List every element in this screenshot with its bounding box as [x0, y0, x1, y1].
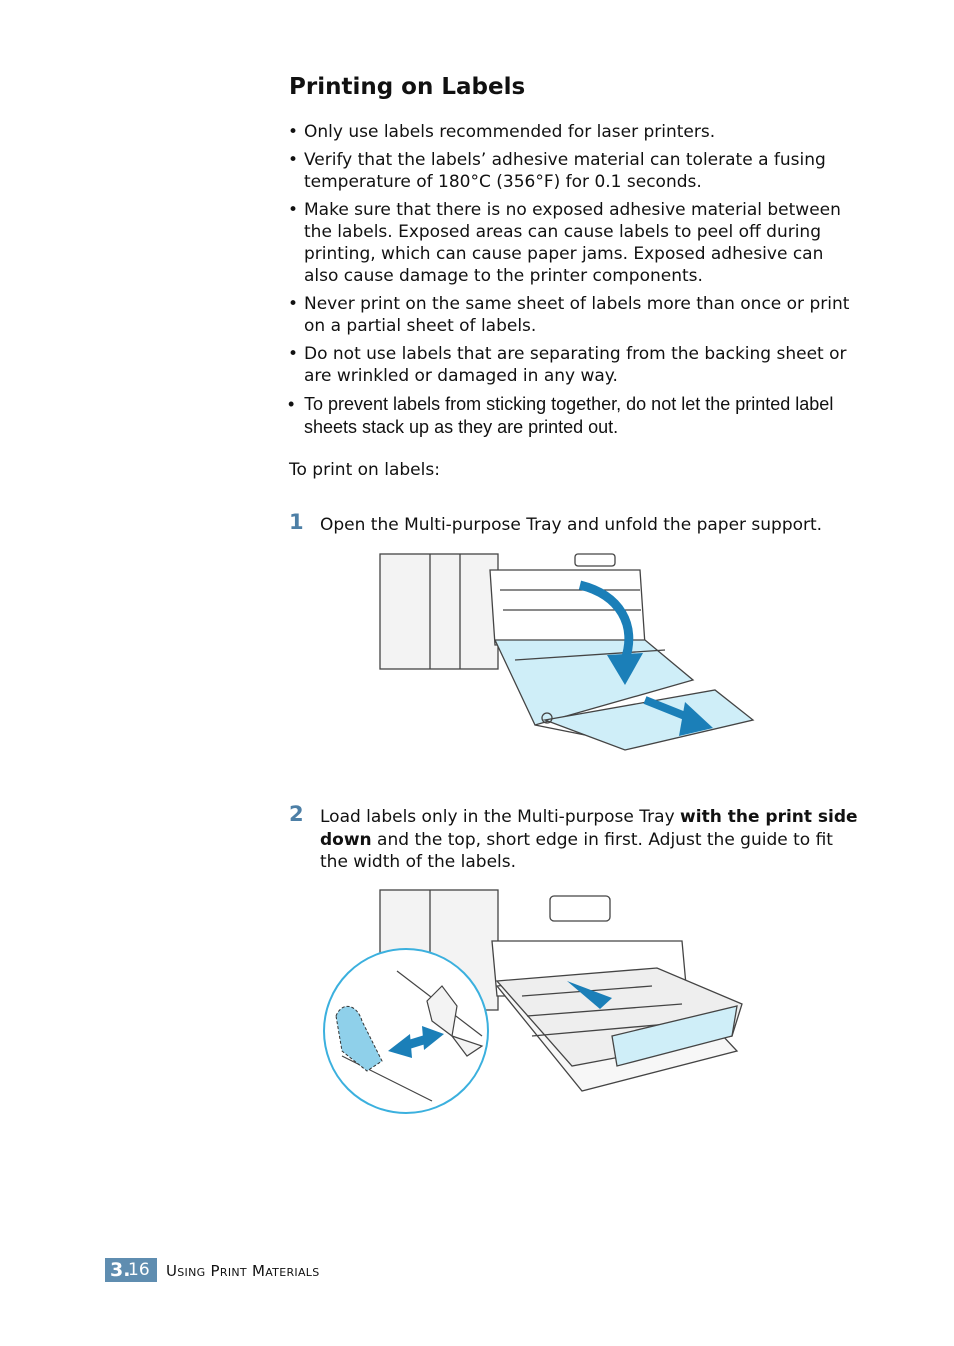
list-item: Never print on the same sheet of labels … [288, 293, 858, 337]
intro-text: To print on labels: [289, 460, 440, 480]
step-1: 1 Open the Multi-purpose Tray and unfold… [289, 510, 859, 537]
list-item: Only use labels recommended for laser pr… [288, 121, 858, 143]
step-text: Load labels only in the Multi-purpose Tr… [320, 807, 858, 872]
list-item: To prevent labels from sticking together… [288, 393, 858, 439]
step-text: Open the Multi-purpose Tray and unfold t… [320, 515, 823, 535]
chapter-number: 3. [110, 1259, 131, 1281]
step-2: 2 Load labels only in the Multi-purpose … [289, 802, 859, 874]
step-number: 2 [289, 802, 304, 826]
page-number: 16 [128, 1260, 150, 1280]
section-title: Using Print Materials [166, 1262, 320, 1280]
page-number-badge: 3. 16 [105, 1258, 157, 1282]
list-item: Do not use labels that are separating fr… [288, 343, 858, 387]
emphasis-text: with the print side down [320, 807, 858, 850]
list-item: Verify that the labels’ adhesive materia… [288, 149, 858, 193]
open-tray-illustration [379, 553, 755, 751]
list-item: Make sure that there is no exposed adhes… [288, 199, 858, 287]
load-labels-illustration [323, 889, 743, 1114]
label-guidelines-list: Only use labels recommended for laser pr… [288, 121, 858, 445]
step-number: 1 [289, 510, 304, 534]
page-title: Printing on Labels [289, 74, 526, 100]
